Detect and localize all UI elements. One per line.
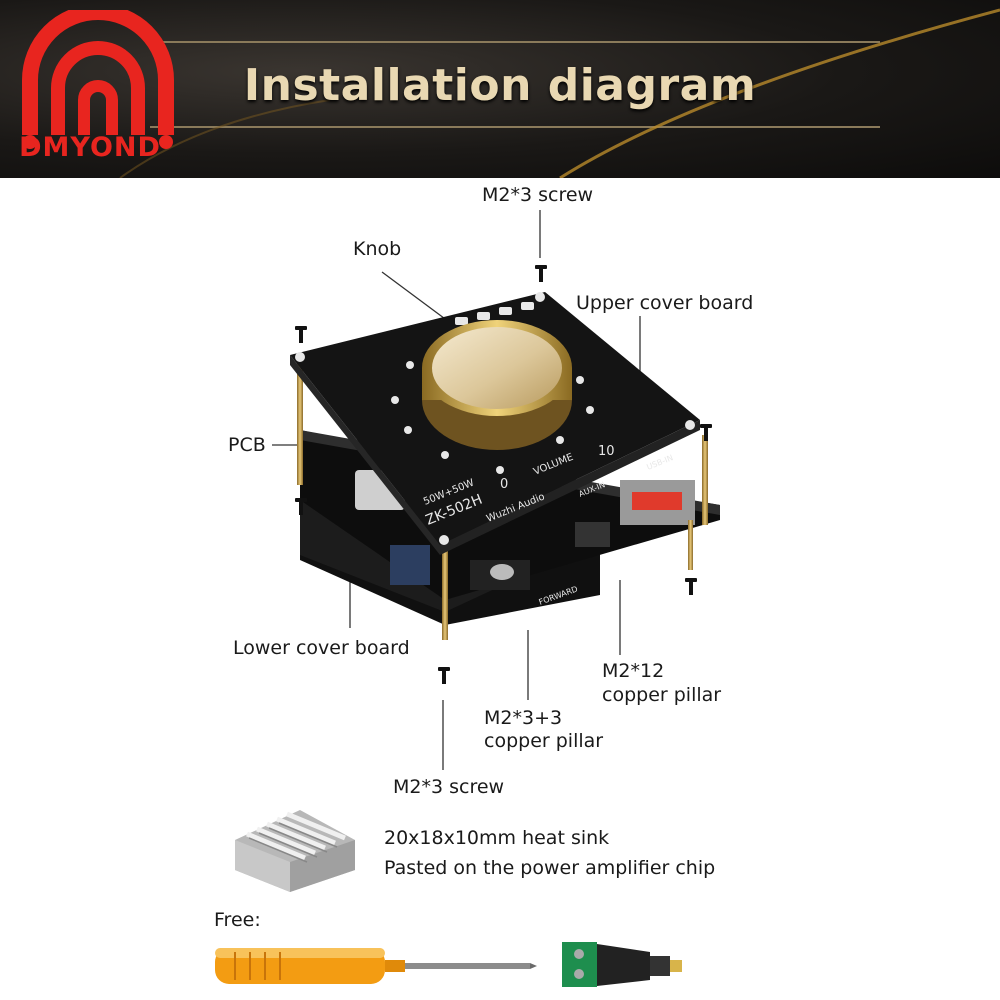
bluetooth-module: [390, 545, 430, 585]
logo-text: DMYOND: [19, 132, 161, 163]
screw-icon: [535, 265, 547, 282]
label-pillar-12-line2: copper pillar: [602, 684, 722, 706]
free-accessories: [215, 942, 682, 987]
screw-icon: [685, 578, 697, 595]
label-lower-cover: Lower cover board: [233, 637, 410, 659]
banner-decoration: [119, 8, 1000, 178]
label-upper-cover: Upper cover board: [576, 292, 754, 314]
label-pillar-33-line2: copper pillar: [484, 730, 604, 752]
usb-label: USB-IN: [645, 453, 674, 472]
aux-jack: [575, 522, 610, 547]
free-label: Free:: [214, 909, 261, 931]
banner-title: Installation diagram: [243, 60, 757, 111]
screw-icon: [438, 667, 450, 684]
crystal: [490, 564, 514, 580]
label-pcb: PCB: [228, 434, 266, 456]
label-knob: Knob: [353, 238, 402, 260]
usb-port-insert: [632, 492, 682, 510]
label-pillar-12-line1: M2*12: [602, 660, 665, 682]
label-pillar-33-line1: M2*3+3: [484, 707, 563, 729]
installation-diagram: 10 0 VOLUME 50W+50W ZK-502H Wuzhi Audio …: [272, 210, 720, 770]
dc-power-connector-icon: [562, 942, 682, 987]
heatsink-line2: Pasted on the power amplifier chip: [384, 857, 716, 879]
header-banner: Installation diagram DMYOND: [0, 0, 1000, 178]
heatsink-line1: 20x18x10mm heat sink: [384, 827, 610, 849]
screws: [295, 265, 712, 684]
brand-logo-icon: [22, 10, 174, 149]
scale-min-label: 0: [500, 477, 508, 492]
screw-icon: [700, 424, 712, 441]
screwdriver-icon: [215, 948, 537, 984]
label-top-screw: M2*3 screw: [482, 184, 594, 206]
copper-pillars: [297, 360, 708, 640]
screw-icon: [295, 326, 307, 343]
scale-max-label: 10: [598, 444, 615, 459]
label-bottom-screw: M2*3 screw: [393, 776, 505, 798]
volume-knob: [422, 320, 572, 450]
heat-sink-icon: [235, 810, 355, 892]
screw-icon: [295, 498, 307, 515]
